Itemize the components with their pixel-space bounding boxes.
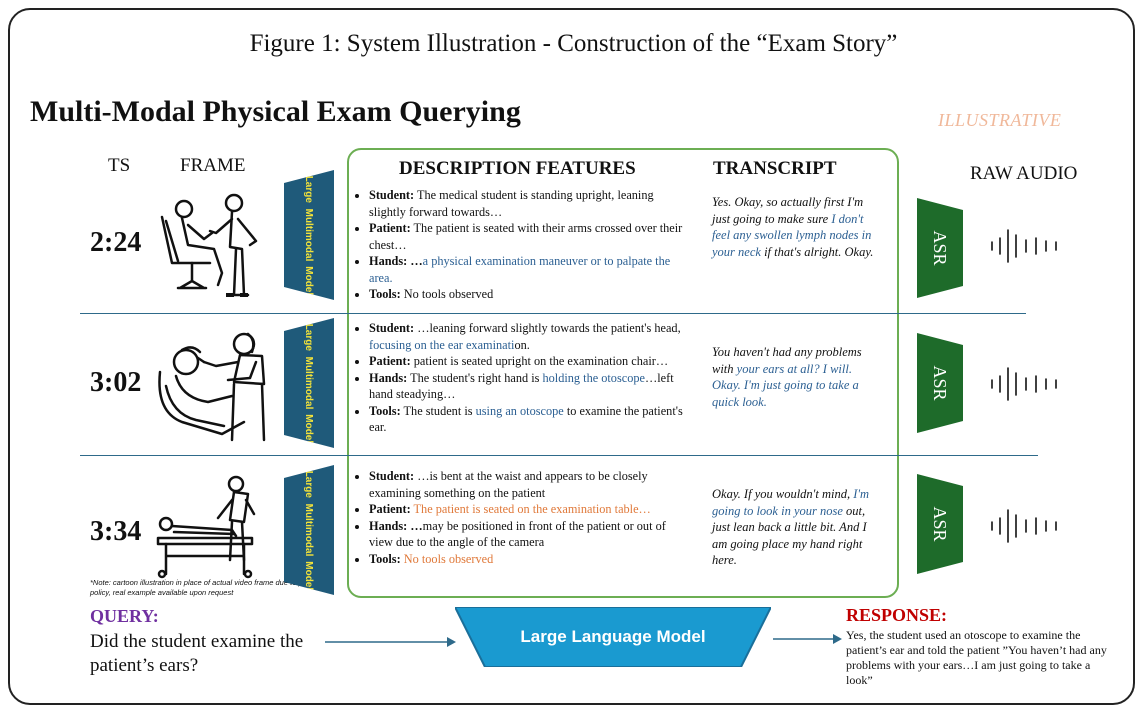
feature-tools: Tools: No tools observed bbox=[369, 286, 685, 303]
feature-patient: Patient: The patient is seated on the ex… bbox=[369, 501, 685, 518]
timestamp: 3:02 bbox=[90, 367, 142, 398]
feature-patient: Patient: The patient is seated with thei… bbox=[369, 220, 685, 253]
model-label-2: Multimodal bbox=[303, 208, 315, 262]
feature-tools: Tools: The student is using an otoscope … bbox=[369, 403, 685, 436]
audio-waveform-icon bbox=[990, 364, 1062, 409]
exam-frame-illustration bbox=[152, 322, 278, 442]
query-label: QUERY: bbox=[90, 606, 159, 626]
feature-patient: Patient: patient is seated upright on th… bbox=[369, 353, 685, 370]
query-arrow-icon bbox=[325, 635, 457, 653]
query-text: Did the student examine the patient’s ea… bbox=[90, 631, 304, 676]
transcript-row-2: You haven't had any problems with your e… bbox=[712, 345, 862, 409]
exam-frame-illustration bbox=[152, 470, 272, 580]
feature-student: Student: The medical student is standing… bbox=[369, 187, 685, 220]
feature-hands: Hands: …a physical examination maneuver … bbox=[369, 253, 685, 286]
feature-student: Student: …leaning forward slightly towar… bbox=[369, 320, 685, 353]
response-text: Yes, the student used an otoscope to exa… bbox=[846, 628, 1107, 687]
llm-label: Large Language Model bbox=[520, 627, 706, 646]
asr-block: ASR bbox=[917, 474, 963, 574]
ts-header: TS bbox=[108, 155, 131, 176]
model-label-2: Multimodal bbox=[303, 356, 315, 410]
timestamp: 3:34 bbox=[90, 516, 142, 547]
feature-student: Student: …is bent at the waist and appea… bbox=[369, 468, 685, 501]
asr-block: ASR bbox=[917, 333, 963, 433]
description-features-row-3: Student: …is bent at the waist and appea… bbox=[355, 468, 685, 567]
description-features-row-1: Student: The medical student is standing… bbox=[355, 187, 685, 303]
figure-border bbox=[8, 8, 1135, 705]
large-language-model-block: Large Language Model bbox=[455, 607, 771, 667]
exam-frame-illustration bbox=[152, 185, 278, 300]
asr-block: ASR bbox=[917, 198, 963, 298]
cartoon-note: *Note: cartoon illustration in place of … bbox=[90, 578, 324, 597]
illustrative-label: ILLUSTRATIVE bbox=[938, 110, 1062, 130]
asr-label: ASR bbox=[930, 506, 951, 542]
raw-audio-header: RAW AUDIO bbox=[970, 163, 1078, 184]
description-features-row-2: Student: …leaning forward slightly towar… bbox=[355, 320, 685, 436]
row-divider bbox=[80, 313, 1026, 314]
feature-hands: Hands: …may be positioned in front of th… bbox=[369, 518, 685, 551]
response-arrow-icon bbox=[773, 632, 843, 650]
main-title: Multi-Modal Physical Exam Querying bbox=[30, 95, 521, 128]
audio-waveform-icon bbox=[990, 226, 1062, 271]
frame-header: FRAME bbox=[180, 155, 246, 176]
figure-title: Figure 1: System Illustration - Construc… bbox=[249, 30, 898, 57]
timestamp: 2:24 bbox=[90, 227, 142, 258]
feature-tools: Tools: No tools observed bbox=[369, 551, 685, 568]
transcript-row-1: Yes. Okay, so actually first I'm just go… bbox=[712, 195, 874, 259]
model-label-2: Multimodal bbox=[303, 503, 315, 557]
response-label: RESPONSE: bbox=[846, 605, 948, 625]
transcript-header: TRANSCRIPT bbox=[713, 158, 837, 179]
transcript-row-3: Okay. If you wouldn't mind, I'm going to… bbox=[712, 487, 870, 567]
feature-hands: Hands: The student's right hand is holdi… bbox=[369, 370, 685, 403]
feature-transcript-box bbox=[347, 148, 899, 598]
asr-label: ASR bbox=[930, 365, 951, 401]
asr-label: ASR bbox=[930, 230, 951, 266]
description-header: DESCRIPTION FEATURES bbox=[399, 158, 636, 179]
row-divider bbox=[80, 455, 1038, 456]
audio-waveform-icon bbox=[990, 506, 1062, 551]
